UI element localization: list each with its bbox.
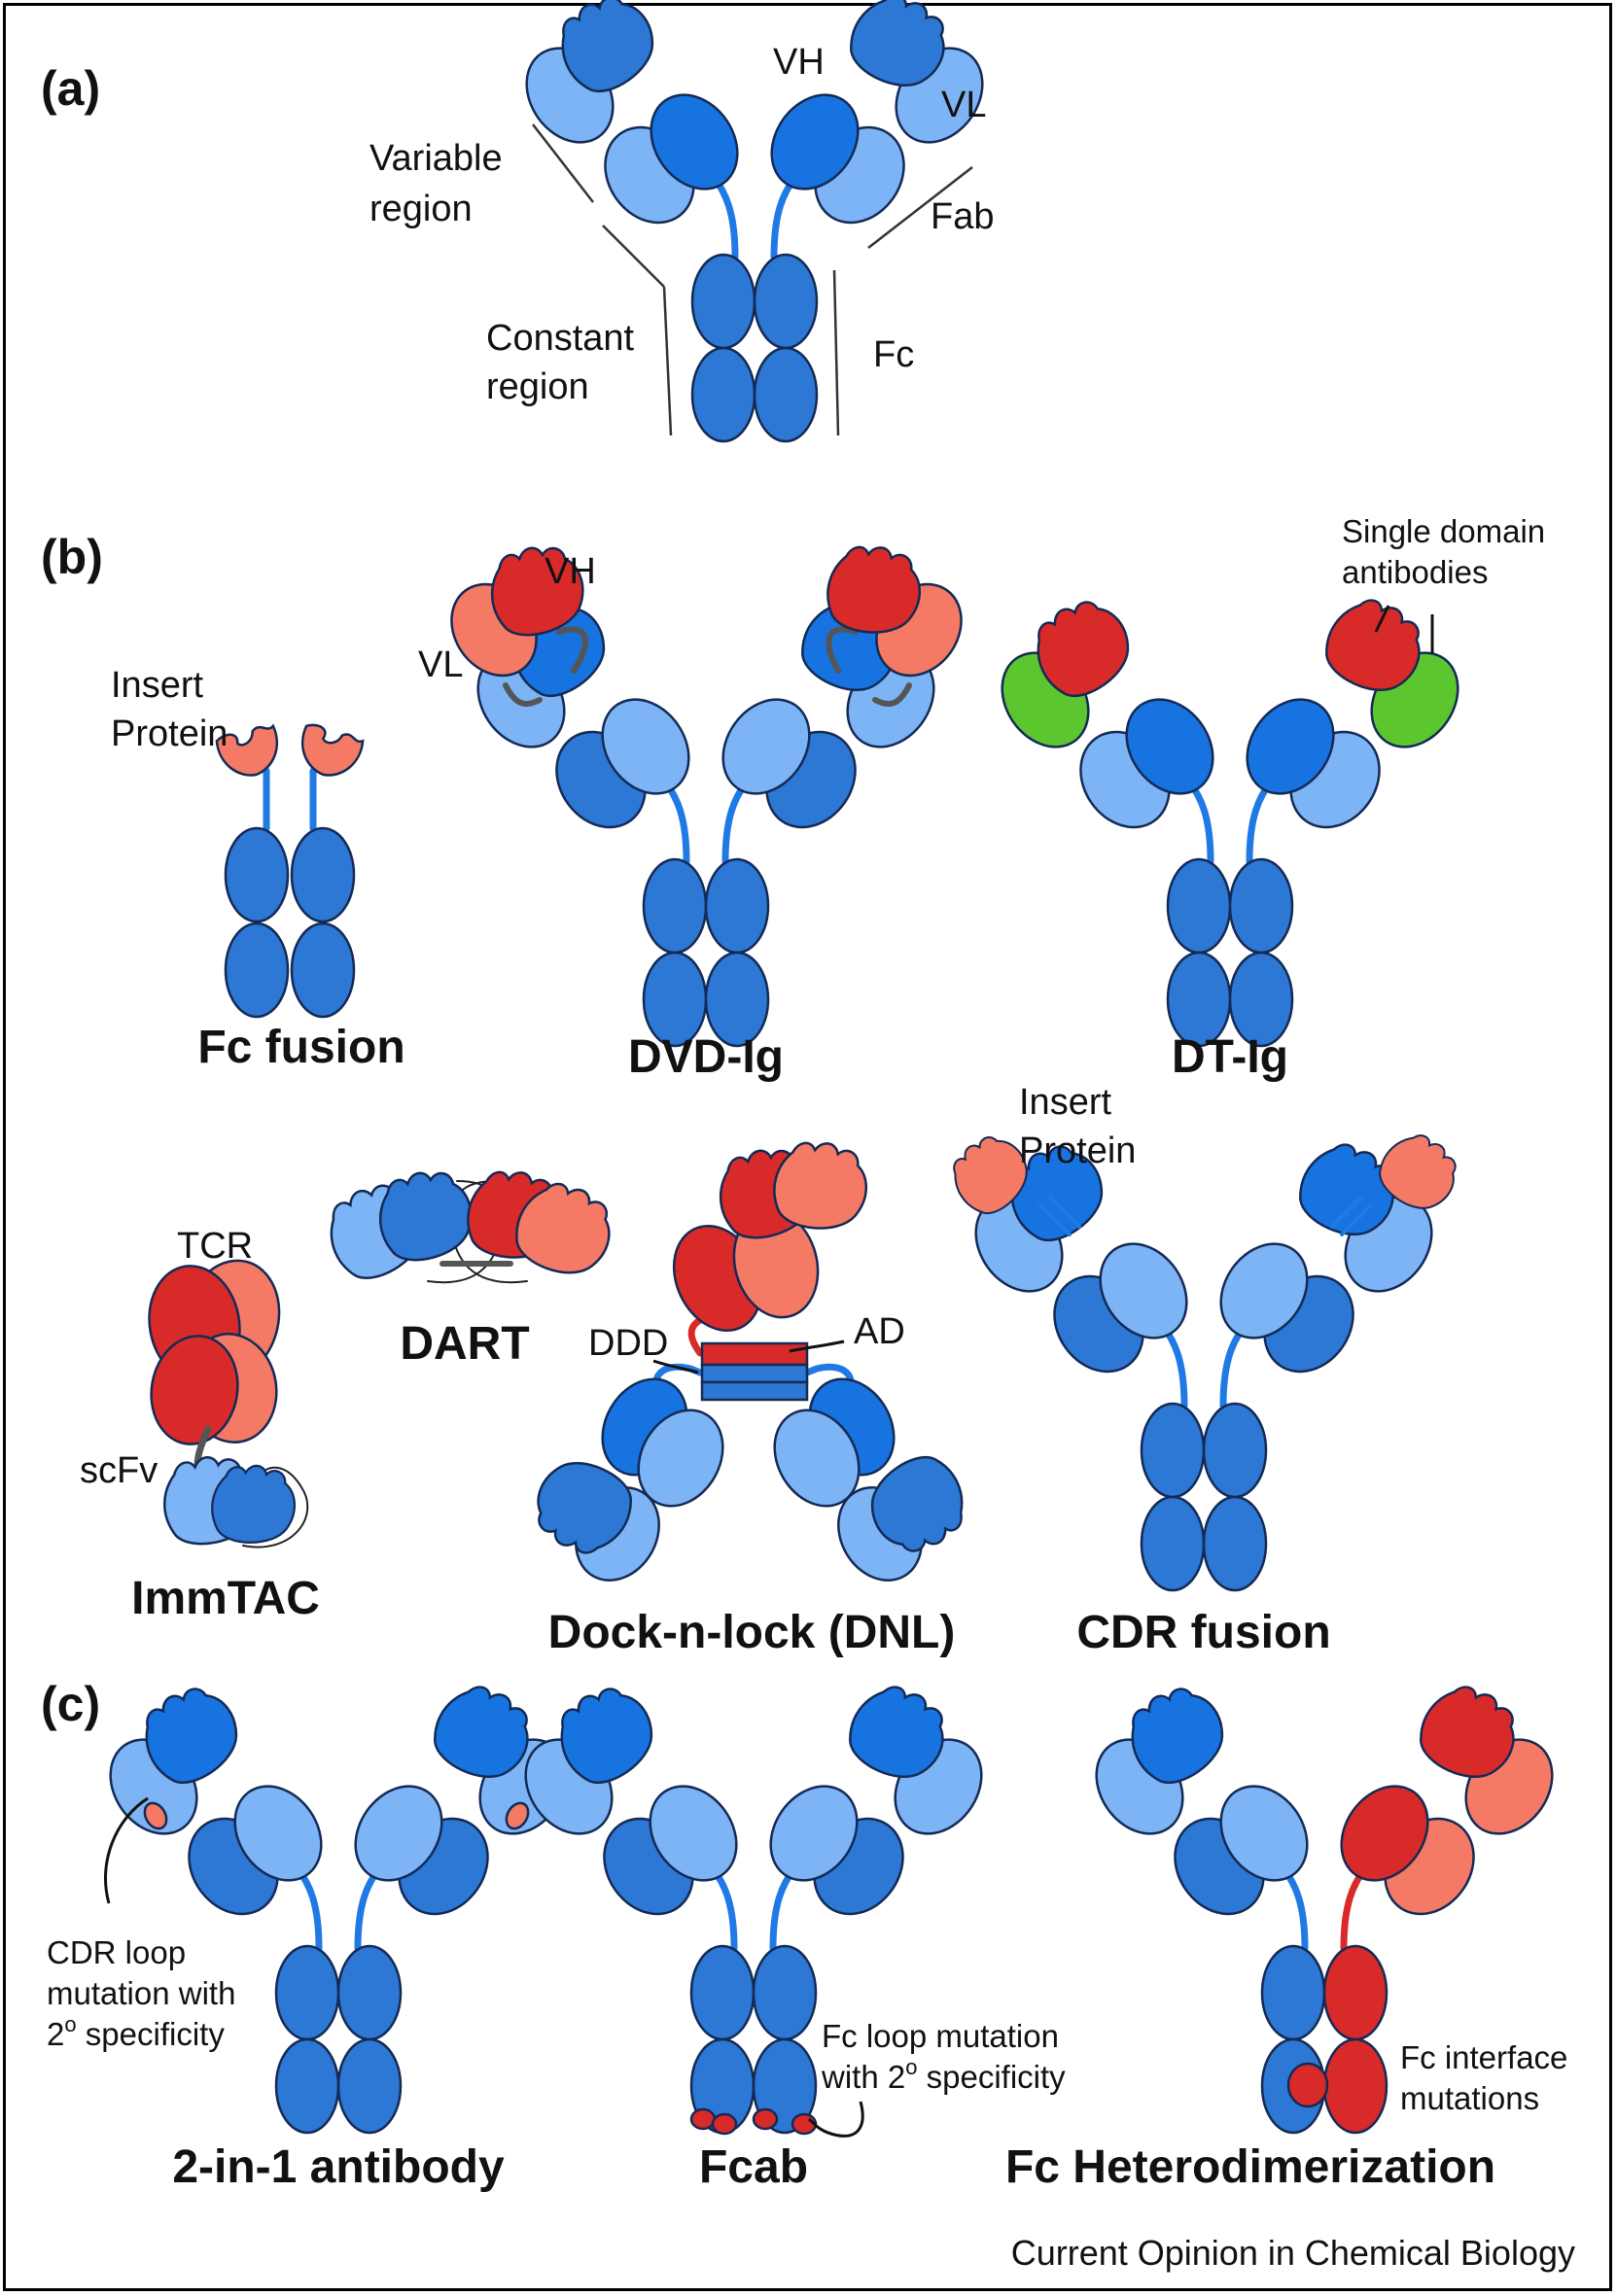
fc-fusion-insert-2: Protein [111,713,228,754]
two-in-one-cdr-tips [143,1801,530,1830]
dnl-pointer-lines [652,1339,845,1374]
fc-hetero-note-2: mutations [1400,2080,1539,2116]
label-a-constant-2: region [486,366,589,407]
panel-a-tag: (a) [41,61,100,116]
figure-frame [3,3,1612,2291]
panel-c-tag: (c) [41,1677,100,1731]
fc-hetero-shape [1095,1671,1554,2135]
dnl-shape [520,1134,980,1582]
fcab-note-1: Fc loop mutation [822,2018,1059,2054]
fc-hetero-title: Fc Heterodimerization [1005,2141,1495,2193]
immtac-shape [148,1259,309,1548]
fcab-note-2: with 2o specificity [821,2055,1066,2095]
fcab-pointer [808,2101,864,2138]
dart-shape [314,1164,625,1291]
label-a-vl: VL [941,85,986,125]
cdr-fusion-inserts [938,1121,1470,1236]
label-a-variable-1: Variable [369,138,503,179]
cdr-fusion-shape [974,1129,1433,1592]
antibody-a [525,0,984,443]
dvd-vh: VH [545,551,596,592]
dnl-ad: AD [854,1311,905,1352]
label-a-fab: Fab [931,196,994,237]
fc-hetero-knob [1286,2062,1329,2108]
fc-fusion-title: Fc fusion [197,1022,404,1073]
two-in-one-note-1: CDR loop [47,1934,186,1970]
label-a-variable-2: region [369,189,473,229]
panel-b-tag: (b) [41,530,103,584]
immtac-title: ImmTAC [131,1573,320,1624]
dvd-ig-title: DVD-Ig [628,1031,784,1083]
fcab-loop-tips [689,2107,818,2136]
fc-fusion-insert-1: Insert [111,665,203,706]
antibody-shapes-layer [109,0,1554,2136]
fc-hetero-note-1: Fc interface [1400,2039,1567,2075]
cdr-insert-1: Insert [1019,1082,1111,1123]
two-in-one-title: 2-in-1 antibody [172,2141,505,2193]
dt-sd-2: antibodies [1342,554,1488,590]
dart-title: DART [400,1318,529,1370]
dt-ig-title: DT-Ig [1172,1031,1288,1083]
cdr-fusion-title: CDR fusion [1076,1607,1330,1658]
dvd-vl: VL [418,644,463,685]
dvd-ig-outer-domains [450,539,963,708]
immtac-tcr: TCR [177,1226,253,1267]
fc-fusion-shape [214,721,366,1019]
dvd-ig-shape [476,584,935,1048]
credit-line: Current Opinion in Chemical Biology [1011,2233,1575,2273]
two-in-one-note-3: 2o specificity [47,2012,225,2052]
label-a-fc: Fc [873,334,914,375]
dt-sd-1: Single domain [1342,513,1545,549]
two-in-one-note-2: mutation with [47,1975,235,2011]
two-in-one-pointer [104,1796,149,1904]
label-a-constant-1: Constant [486,318,635,359]
dt-ig-shape [1001,584,1459,1048]
immtac-scfv: scFv [80,1450,158,1491]
dnl-ddd: DDD [588,1323,668,1364]
bracket-lines-a [532,123,973,436]
dnl-title: Dock-n-lock (DNL) [548,1607,956,1658]
fcab-title: Fcab [699,2141,808,2193]
fcab-shape [524,1671,983,2135]
cdr-insert-2: Protein [1019,1131,1136,1171]
label-a-vh: VH [773,42,825,83]
two-in-one-shape [109,1671,568,2135]
dt-pointer-lines [1374,605,1434,653]
